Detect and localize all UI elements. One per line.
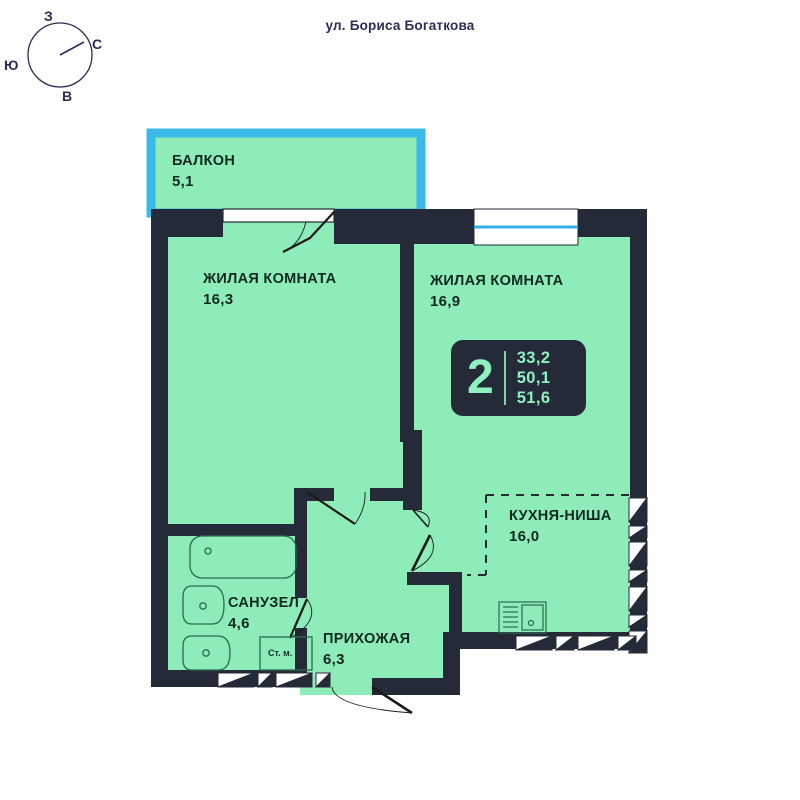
room-label-living-room-1: ЖИЛАЯ КОМНАТА 16,3 bbox=[203, 270, 336, 310]
door-arc-kitchen bbox=[411, 534, 434, 572]
street-title: ул. Бориса Богаткова bbox=[325, 18, 475, 33]
wall-left-upper-return bbox=[151, 209, 168, 319]
badge-area-with-balcony: 51,6 bbox=[516, 389, 551, 408]
badge-divider bbox=[503, 351, 506, 405]
bathtub-icon bbox=[189, 535, 297, 579]
balcony-door-opening bbox=[222, 208, 335, 223]
kitchen-sink-drain bbox=[527, 619, 535, 627]
badge-area-total: 50,1 bbox=[516, 368, 551, 387]
room-label-living-room-2: ЖИЛАЯ КОМНАТА 16,9 bbox=[430, 272, 563, 312]
room-label-kitchen-niche: КУХНЯ-НИША 16,0 bbox=[509, 507, 612, 547]
wall-hallway-top-right bbox=[370, 488, 415, 501]
balcony-area bbox=[146, 128, 426, 218]
room-label-balcony: БАЛКОН 5,1 bbox=[172, 152, 235, 192]
room-area-kitchen-niche: 16,0 bbox=[509, 527, 540, 545]
compass-label-north: С bbox=[92, 36, 103, 52]
wall-hallway-bottom bbox=[372, 678, 460, 695]
balcony-door-leaf bbox=[282, 211, 335, 253]
room-label-hallway: ПРИХОЖАЯ 6,3 bbox=[323, 630, 410, 670]
badge-area-list: 33,2 50,1 51,6 bbox=[506, 348, 567, 408]
room-name-bathroom: САНУЗЕЛ bbox=[228, 595, 300, 611]
room-name-living-room-2: ЖИЛАЯ КОМНАТА bbox=[430, 273, 564, 289]
wall-hallway-top-left bbox=[294, 488, 334, 501]
room-area-hallway: 6,3 bbox=[323, 650, 345, 668]
wall-bathroom-right bbox=[295, 524, 307, 586]
interior-doors bbox=[288, 491, 434, 715]
wall-bathroom-right-lower bbox=[295, 628, 307, 673]
door-leaf-living-room-1 bbox=[306, 491, 356, 525]
wall-kitchen-hall-vertical bbox=[449, 572, 462, 638]
balcony-outline bbox=[146, 128, 426, 218]
door-arc-living-room-1 bbox=[354, 491, 366, 525]
bathroom-fixtures bbox=[182, 535, 313, 671]
kitchen-counter-outline bbox=[498, 601, 547, 634]
compass-label-east: В bbox=[62, 88, 73, 104]
bottom-left-window-markers bbox=[217, 671, 331, 688]
wall-left-exterior bbox=[151, 297, 168, 687]
door-leaf-living-room-2 bbox=[412, 509, 429, 528]
wall-between-rooms bbox=[400, 237, 414, 442]
wall-kitchen-hall-divider bbox=[407, 572, 462, 585]
door-arc-bathroom bbox=[289, 598, 313, 639]
compass-needle bbox=[59, 41, 85, 56]
bottom-right-window-markers bbox=[515, 634, 637, 651]
sink-drain-icon bbox=[199, 602, 207, 610]
wall-right-exterior bbox=[630, 209, 647, 649]
toilet-icon bbox=[182, 635, 231, 671]
balcony-door-swing-arc bbox=[282, 221, 307, 253]
toilet-detail-icon bbox=[202, 649, 210, 657]
openings bbox=[222, 208, 579, 253]
door-leaf-entrance bbox=[371, 685, 413, 715]
washing-machine-box bbox=[259, 636, 313, 671]
door-leaf-kitchen bbox=[410, 534, 432, 572]
door-arc-living-room-2 bbox=[412, 509, 430, 528]
sink-icon bbox=[182, 585, 225, 625]
compass-rose bbox=[27, 22, 93, 88]
bathtub-drain-icon bbox=[204, 547, 212, 555]
room-name-hallway: ПРИХОЖАЯ bbox=[323, 631, 411, 647]
room-name-balcony: БАЛКОН bbox=[172, 153, 236, 169]
room-name-living-room-1: ЖИЛАЯ КОМНАТА bbox=[203, 271, 337, 287]
compass-circle bbox=[27, 22, 93, 88]
wall-bathroom-right-jamb bbox=[295, 586, 307, 598]
badge-area-living: 33,2 bbox=[516, 348, 551, 367]
right-wall-window-markers bbox=[627, 496, 648, 654]
washing-machine-label: Ст. м. bbox=[268, 648, 293, 658]
door-leaf-bathroom bbox=[288, 598, 309, 639]
room-area-bathroom: 4,6 bbox=[228, 614, 250, 632]
wall-bathroom-top bbox=[167, 524, 307, 536]
compass-label-west: З bbox=[44, 8, 53, 24]
apartment-summary-badge: 2 33,2 50,1 51,6 bbox=[451, 340, 586, 416]
door-arc-entrance bbox=[331, 686, 413, 714]
room-area-living-room-2: 16,9 bbox=[430, 292, 461, 310]
kitchen-appliance-icon bbox=[498, 601, 547, 634]
kitchen-sink-basin bbox=[521, 604, 544, 631]
room-area-living-room-1: 16,3 bbox=[203, 290, 234, 308]
kitchen-niche-dashed-boundary bbox=[467, 494, 630, 576]
room-name-kitchen-niche: КУХНЯ-НИША bbox=[509, 508, 612, 524]
compass-label-south: Ю bbox=[4, 57, 19, 73]
floor-living-room-1 bbox=[167, 213, 407, 503]
badge-room-count: 2 bbox=[467, 351, 494, 404]
room-label-bathroom: САНУЗЕЛ 4,6 bbox=[228, 594, 299, 634]
room-area-balcony: 5,1 bbox=[172, 172, 194, 190]
